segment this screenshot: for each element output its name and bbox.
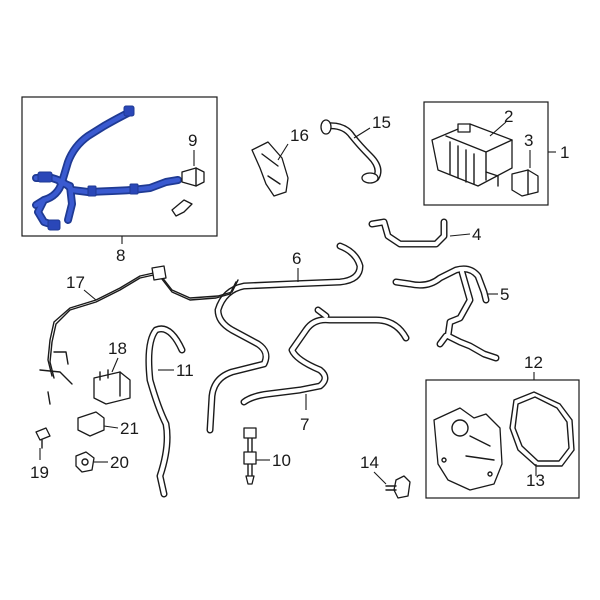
part-15-hose[interactable]: [320, 119, 382, 184]
leader-15: [353, 127, 371, 139]
part-18-solenoid[interactable]: [93, 369, 131, 405]
callout-6: 6: [292, 249, 301, 268]
part-2-canister[interactable]: [431, 123, 513, 187]
callout-8: 8: [116, 246, 125, 265]
callout-4: 4: [472, 225, 481, 244]
leader-17: [83, 289, 97, 301]
leader-21: [103, 425, 119, 429]
part-17-harness[interactable]: [39, 265, 239, 405]
callout-7: 7: [300, 415, 309, 434]
callout-2: 2: [504, 107, 513, 126]
callout-1: 1: [560, 143, 569, 162]
leader-16: [277, 143, 289, 161]
part-7-hose[interactable]: [240, 306, 410, 406]
part-13-gasket[interactable]: [509, 391, 575, 467]
part-3-valve[interactable]: [511, 169, 539, 197]
group-12-frame: [425, 379, 580, 499]
group-8-frame: [21, 96, 218, 237]
callout-16: 16: [290, 126, 309, 145]
callout-12: 12: [524, 353, 543, 372]
callout-19: 19: [30, 463, 49, 482]
group-12: [425, 379, 580, 499]
callout-17: 17: [66, 273, 85, 292]
callout-18: 18: [108, 339, 127, 358]
callout-14: 14: [360, 453, 379, 472]
callout-13: 13: [526, 471, 545, 490]
part-19-bolt[interactable]: [35, 427, 51, 449]
callout-10: 10: [272, 451, 291, 470]
callout-3: 3: [524, 131, 533, 150]
callout-15: 15: [372, 113, 391, 132]
part-6-hose[interactable]: [206, 242, 364, 434]
callout-20: 20: [110, 453, 129, 472]
part-9-connector[interactable]: [181, 167, 205, 187]
leader-18: [111, 357, 119, 373]
callout-11: 11: [176, 361, 194, 380]
leader-14: [373, 471, 387, 485]
part-4-tube[interactable]: [368, 218, 448, 248]
group-1-frame: [423, 101, 549, 206]
part-16-bracket[interactable]: [251, 141, 289, 197]
part-clip[interactable]: [171, 199, 193, 217]
leader-2: [489, 121, 507, 137]
part-10-sensor[interactable]: [243, 427, 257, 485]
callout-9: 9: [188, 131, 197, 150]
callout-5: 5: [500, 285, 509, 304]
group-1: 2 3: [423, 101, 549, 206]
part-11-hose[interactable]: [145, 325, 186, 498]
group-8: 9: [21, 96, 218, 237]
part-20-nut[interactable]: [75, 451, 95, 473]
highlighted-vacuum-hose[interactable]: [32, 105, 182, 231]
part-21-sensor[interactable]: [77, 411, 105, 437]
part-14-bolt[interactable]: [385, 475, 411, 499]
callout-21: 21: [120, 419, 139, 438]
part-cover[interactable]: [433, 407, 503, 491]
part-5-hose[interactable]: [392, 265, 500, 362]
leader-4: [449, 233, 471, 237]
